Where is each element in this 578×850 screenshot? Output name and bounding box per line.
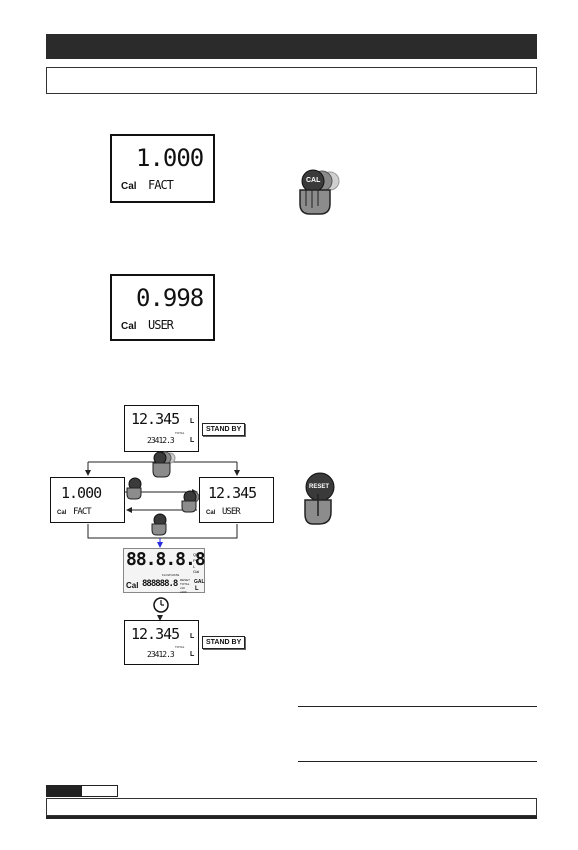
display-digits: 88.8.8.8 <box>126 549 206 570</box>
unit-l: L <box>193 564 196 569</box>
display-value: 1.000 <box>61 484 102 502</box>
display-total: 23412.3 <box>147 650 175 659</box>
cal-hand-icon <box>151 513 167 536</box>
footer-line <box>46 816 537 819</box>
reset-button-label: RESET <box>309 484 330 490</box>
reset-hand-icon <box>304 472 335 525</box>
display-mode: Cal <box>57 510 67 516</box>
unit-gal-right: GAL <box>194 579 205 585</box>
cal-hand-icon <box>152 451 176 478</box>
display-total-label: TOTAL <box>175 431 185 435</box>
display-label: USER <box>222 507 241 517</box>
footer-tab-outline <box>82 785 118 797</box>
label-x10: x10 <box>180 586 185 590</box>
diagram-cal-press <box>150 451 180 479</box>
diagram-cal-press-bottom <box>150 513 170 536</box>
display-unit-bottom: L <box>190 437 195 444</box>
section-title-box <box>46 67 537 94</box>
lcd-label: USER <box>148 318 174 332</box>
display-label: FACT <box>73 507 92 517</box>
display-mode: Cal <box>206 510 216 516</box>
header-bar <box>46 34 537 59</box>
label-reset: RESET <box>180 578 191 582</box>
diagram-right-display: 12.345 Cal USER <box>199 477 274 523</box>
diagram-top-display: 12.345 L 23412.3 TOTAL L <box>124 405 199 452</box>
unit-qts: Qts <box>193 552 200 557</box>
cal-button-press[interactable]: CAL <box>296 168 348 216</box>
label-x100: x100 <box>180 590 187 594</box>
diagram-left-display: 1.000 Cal FACT <box>50 477 125 523</box>
lcd-label: FACT <box>148 178 174 192</box>
diagram-cal-press-left <box>125 477 145 500</box>
diagram-full-display: 88.8.8.8 Qts Pts L Gal FLOW RATE Cal 888… <box>123 548 206 594</box>
standby-badge-bottom: STAND BY <box>202 636 246 649</box>
cal-hand-icon <box>126 477 142 500</box>
standby-badge-top: STAND BY <box>202 423 246 436</box>
display-value: 12.345 <box>131 410 180 428</box>
display-total-label: TOTAL <box>175 645 185 649</box>
footer-tab-filled <box>46 785 82 797</box>
display-total: 23412.3 <box>147 436 175 445</box>
timer-clock-icon <box>153 597 169 613</box>
cal-hand-icon <box>299 169 340 215</box>
lcd-value: 1.000 <box>136 144 204 172</box>
display-small-digits: 888888.8 <box>142 579 178 589</box>
diagram-bottom-display: 12.345 L 23412.3 TOTAL L <box>124 620 199 665</box>
note-top-rule <box>298 706 537 707</box>
lcd-value: 0.998 <box>136 284 204 312</box>
footer-box <box>46 798 537 816</box>
unit-l-right: L <box>195 586 199 592</box>
display-unit-top: L <box>190 418 195 425</box>
display-unit-bottom: L <box>190 651 195 658</box>
display-value: 12.345 <box>131 625 180 643</box>
flow-rate-label: FLOW RATE <box>162 573 180 577</box>
lcd-mode: Cal <box>121 321 137 332</box>
lcd-mode: Cal <box>121 181 137 192</box>
note-bottom-rule <box>298 761 537 762</box>
unit-pts: Pts <box>193 558 199 563</box>
label-total: TOTAL <box>180 582 190 586</box>
reset-button-press[interactable]: RESET <box>300 472 340 526</box>
cal-button-label: CAL <box>306 177 321 184</box>
lcd-user-display: 0.998 Cal USER <box>110 274 215 341</box>
display-mode: Cal <box>126 581 139 590</box>
lcd-factory-display: 1.000 Cal FACT <box>110 134 215 203</box>
display-unit-top: L <box>190 633 195 640</box>
unit-gal: Gal <box>193 569 200 574</box>
display-value: 12.345 <box>208 484 257 502</box>
